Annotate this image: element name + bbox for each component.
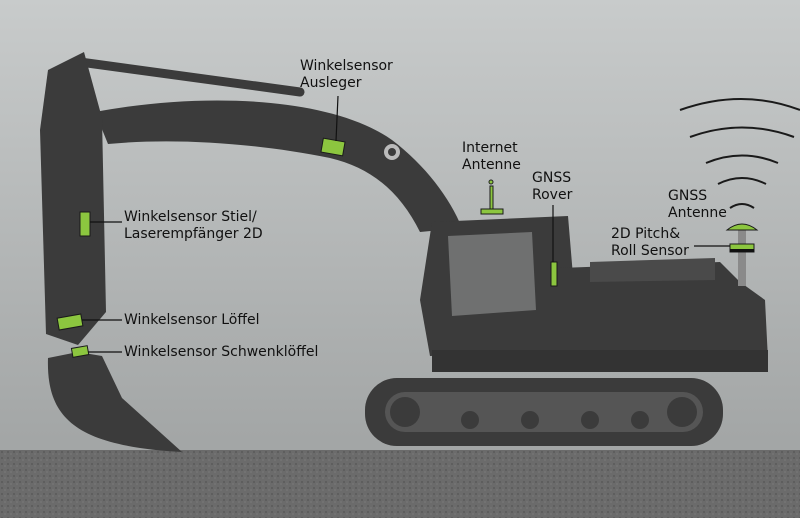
label-line: 2D Pitch& xyxy=(611,226,681,242)
label-line: Laserempfänger 2D xyxy=(124,226,263,242)
label-winkelsensor-schwenkloeffel: Winkelsensor Schwenklöffel xyxy=(124,344,319,360)
label-line: Rover xyxy=(532,187,573,203)
label-pitch-roll-sensor: 2D Pitch&Roll Sensor xyxy=(611,226,689,260)
label-line: GNSS xyxy=(532,170,572,186)
bucket xyxy=(47,352,183,452)
sensor-loeffel xyxy=(56,313,84,331)
body xyxy=(560,262,768,362)
sensor-gnss-antenne xyxy=(725,223,759,231)
label-line: Antenne xyxy=(668,205,727,221)
label-winkelsensor-loeffel: Winkelsensor Löffel xyxy=(124,312,260,328)
ground xyxy=(0,450,800,518)
label-line: Antenne xyxy=(462,157,521,173)
boom xyxy=(95,100,462,232)
label-line: Roll Sensor xyxy=(611,243,689,259)
label-line: Winkelsensor Stiel/ xyxy=(124,209,257,225)
sensor-gnss-rover xyxy=(550,261,558,287)
stick xyxy=(40,52,106,345)
label-line: Ausleger xyxy=(300,75,362,91)
sensor-schwenkloeffel xyxy=(70,345,90,358)
label-line: Winkelsensor xyxy=(300,58,393,74)
label-winkelsensor-stiel: Winkelsensor Stiel/Laserempfänger 2D xyxy=(124,209,263,243)
label-line: Internet xyxy=(462,140,518,156)
excavator xyxy=(40,52,768,452)
sensor-internet-antenne xyxy=(480,208,504,215)
sensor-stiel xyxy=(79,211,91,237)
sensor-ausleger xyxy=(320,137,346,157)
signal-waves-icon xyxy=(679,98,800,209)
label-line: GNSS xyxy=(668,188,708,204)
